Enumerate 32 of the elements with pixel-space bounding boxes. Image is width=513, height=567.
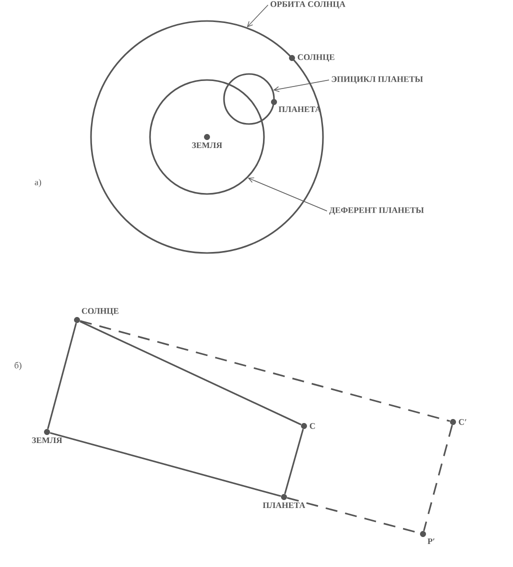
labeled-point: C (301, 423, 315, 429)
labeled-point: СОЛНЦЕ (74, 308, 118, 323)
node-label: ЗЕМЛЯ (32, 437, 62, 444)
panel-label: б) (14, 362, 22, 370)
line (80, 320, 302, 426)
leader-arrow (248, 177, 328, 212)
panel-label: а) (34, 178, 42, 188)
dashed-line (423, 424, 453, 532)
epicycle-circle (223, 73, 275, 125)
labeled-point: P′ (420, 531, 434, 544)
line (47, 322, 77, 430)
node-label: СОЛНЦЕ (298, 54, 334, 62)
line (284, 428, 304, 494)
node-label: ПЛАНЕТА (262, 502, 306, 508)
labeled-point: ПЛАНЕТА (262, 494, 306, 508)
callout-label: ДЕФЕРЕНТ ПЛАНЕТЫ (329, 207, 424, 215)
labeled-point: C′ (450, 419, 466, 425)
labeled-point: ЗЕМЛЯ (192, 134, 222, 148)
node-label: C (310, 423, 315, 429)
deferent-circle (149, 79, 265, 195)
leader-arrow (246, 4, 268, 28)
callout-label: ОРБИТА СОЛНЦА (270, 1, 346, 9)
labeled-point: ЗЕМЛЯ (32, 429, 62, 444)
line (50, 432, 282, 497)
leader-arrow (273, 80, 330, 92)
node-label: C′ (458, 419, 466, 425)
labeled-point: СОЛНЦЕ (289, 54, 334, 62)
node-label: ЗЕМЛЯ (192, 142, 222, 148)
callout-label: ЭПИЦИКЛ ПЛАНЕТЫ (332, 76, 423, 84)
node-label: P′ (428, 538, 434, 544)
node-label: СОЛНЦЕ (82, 308, 118, 316)
dashed-line (80, 320, 450, 422)
